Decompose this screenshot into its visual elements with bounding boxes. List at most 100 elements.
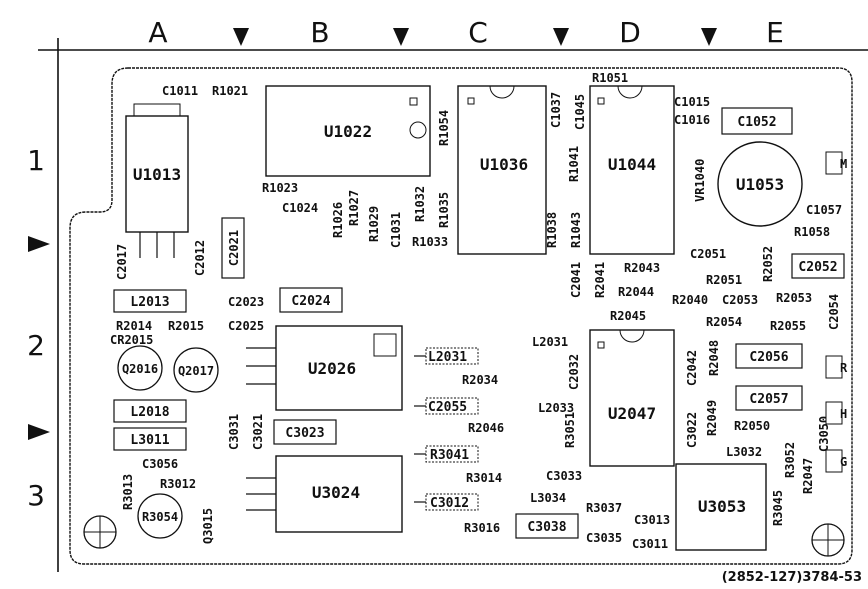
svg-text:G: G	[840, 455, 847, 469]
part-label-r3012: R3013	[121, 474, 135, 510]
part-label-r3014: R3012	[160, 477, 196, 491]
ic-u3024: U3024	[246, 455, 403, 533]
row-label-3: 3	[27, 479, 45, 512]
part-label-r3046: C3011	[632, 537, 668, 551]
row-divider-arrow	[28, 236, 50, 252]
part-label-r3054: R3045	[771, 490, 785, 526]
ic-label: U3053	[698, 497, 746, 516]
part-label-r2014: R2014	[116, 319, 152, 333]
part-label-r2048: C2042	[685, 350, 699, 386]
part-label-c2051: C2051	[690, 247, 726, 261]
column-divider-arrow	[701, 28, 717, 46]
ic-u2026: U2026	[246, 325, 403, 411]
capacitor-c3038: C3038	[515, 513, 579, 539]
drawing-reference-number: (2852-127)3784-53	[721, 570, 862, 585]
part-label: C2057	[749, 392, 788, 407]
part-label-c1011: C1011	[162, 84, 198, 98]
part-label-c3022: C3021	[251, 414, 265, 450]
ic-u1013: U1013	[125, 103, 189, 258]
column-divider-arrow	[233, 28, 249, 46]
edge-connector-m: M	[825, 151, 847, 175]
part-label-r2049: C3022	[685, 412, 699, 448]
ic-label: U1044	[608, 155, 656, 174]
part-label-r2055: R2055	[770, 319, 806, 333]
part-label: Q2016	[122, 362, 158, 376]
part-label-r3037: L3034	[530, 491, 566, 505]
ic-label: U1013	[133, 165, 181, 184]
ic-u1044: U1044	[589, 85, 675, 255]
part-label-r1026: R1026	[331, 202, 345, 238]
part-label-r2046: L2033	[538, 401, 574, 415]
part-label-r3013: C3056	[142, 457, 178, 471]
part-label-c2032: R2034	[462, 373, 498, 387]
edge-connector-g: G	[825, 449, 847, 473]
part-label-c3012: C3033	[546, 469, 582, 483]
part-label: R3054	[142, 510, 178, 524]
column-label-b: B	[310, 16, 329, 49]
part-label-c2041: C2041	[569, 262, 583, 298]
transistor-q2017: Q2017	[173, 347, 219, 393]
column-label-d: D	[619, 16, 641, 49]
part-label-r1029: R1029	[367, 206, 381, 242]
part-label: R3041	[430, 448, 469, 463]
part-label-c3031: R2046	[468, 421, 504, 435]
ic-label: U1022	[324, 122, 372, 141]
edge-connector-h: H	[825, 401, 847, 425]
part-label: C1052	[737, 115, 776, 130]
part-label-c2023: C2023	[228, 295, 264, 309]
part-label-r1051: R1051	[592, 71, 628, 85]
part-label-c2012: C2012	[193, 240, 207, 276]
column-label-a: A	[148, 16, 167, 49]
part-label-r1033: R1033	[412, 235, 448, 249]
mounting-hole-icon	[811, 523, 845, 557]
part-label: C2052	[798, 260, 837, 275]
part-label-c3056: C3050	[817, 416, 831, 452]
row-divider-arrow	[28, 424, 50, 440]
inductor-l2033: C2055	[414, 397, 479, 415]
part-label-r1038: R1038	[545, 212, 559, 248]
part-label-r1021: R1021	[212, 84, 248, 98]
column-label-c: C	[468, 16, 488, 49]
svg-text:H: H	[840, 407, 847, 421]
part-label-c2025: C2025	[228, 319, 264, 333]
part-label-r1035: R1035	[437, 192, 451, 228]
part-label-r2054: R2054	[706, 315, 742, 329]
part-label-r3016: Q3015	[201, 508, 215, 544]
column-divider-arrow	[393, 28, 409, 46]
part-label-c1015: C1015	[674, 95, 710, 109]
transistor-q2016: Q2016	[117, 345, 163, 391]
part-label-c3035: R3016	[464, 521, 500, 535]
part-label-r2050: R2049	[705, 400, 719, 436]
part-label-r2043: R2043	[624, 261, 660, 275]
inductor-l3034: C3012	[414, 493, 479, 511]
part-label-c1045: C1045	[573, 94, 587, 130]
part-label-c2054: C2054	[827, 294, 841, 330]
part-label-c1016: C1016	[674, 113, 710, 127]
part-label-r2015: R2015	[168, 319, 204, 333]
part-label-r1043: R1043	[569, 212, 583, 248]
part-label-c2055: R2048	[707, 340, 721, 376]
edge-connector-r: R	[825, 355, 848, 379]
part-label-r2053: R2053	[776, 291, 812, 305]
part-label: C3038	[527, 520, 566, 535]
part-label: C2055	[428, 400, 467, 415]
part-label-c3011: C3035	[586, 531, 622, 545]
capacitor-c2057: C2057	[735, 385, 803, 411]
part-label: C3023	[285, 426, 324, 441]
part-label-r1054: R1054	[437, 110, 451, 146]
svg-text:R: R	[840, 361, 848, 375]
ic-label: U1036	[480, 155, 528, 174]
inductor-l2031: L2031 L2031	[414, 347, 479, 365]
part-label-c2042: C2032	[567, 354, 581, 390]
part-label-r3045: C3013	[634, 513, 670, 527]
capacitor-c2021: C2021	[221, 217, 245, 279]
part-label-c3033: R3014	[466, 471, 502, 485]
capacitor-c3023: C3023	[273, 419, 337, 445]
capacitor-c1052: C1052	[721, 107, 793, 135]
inductor-l3011: L3011	[113, 427, 187, 451]
part-label: L2013	[130, 295, 169, 310]
part-label: Q2017	[178, 364, 214, 378]
part-label-c3021: C3031	[227, 414, 241, 450]
svg-text:L2031: L2031	[428, 350, 467, 365]
